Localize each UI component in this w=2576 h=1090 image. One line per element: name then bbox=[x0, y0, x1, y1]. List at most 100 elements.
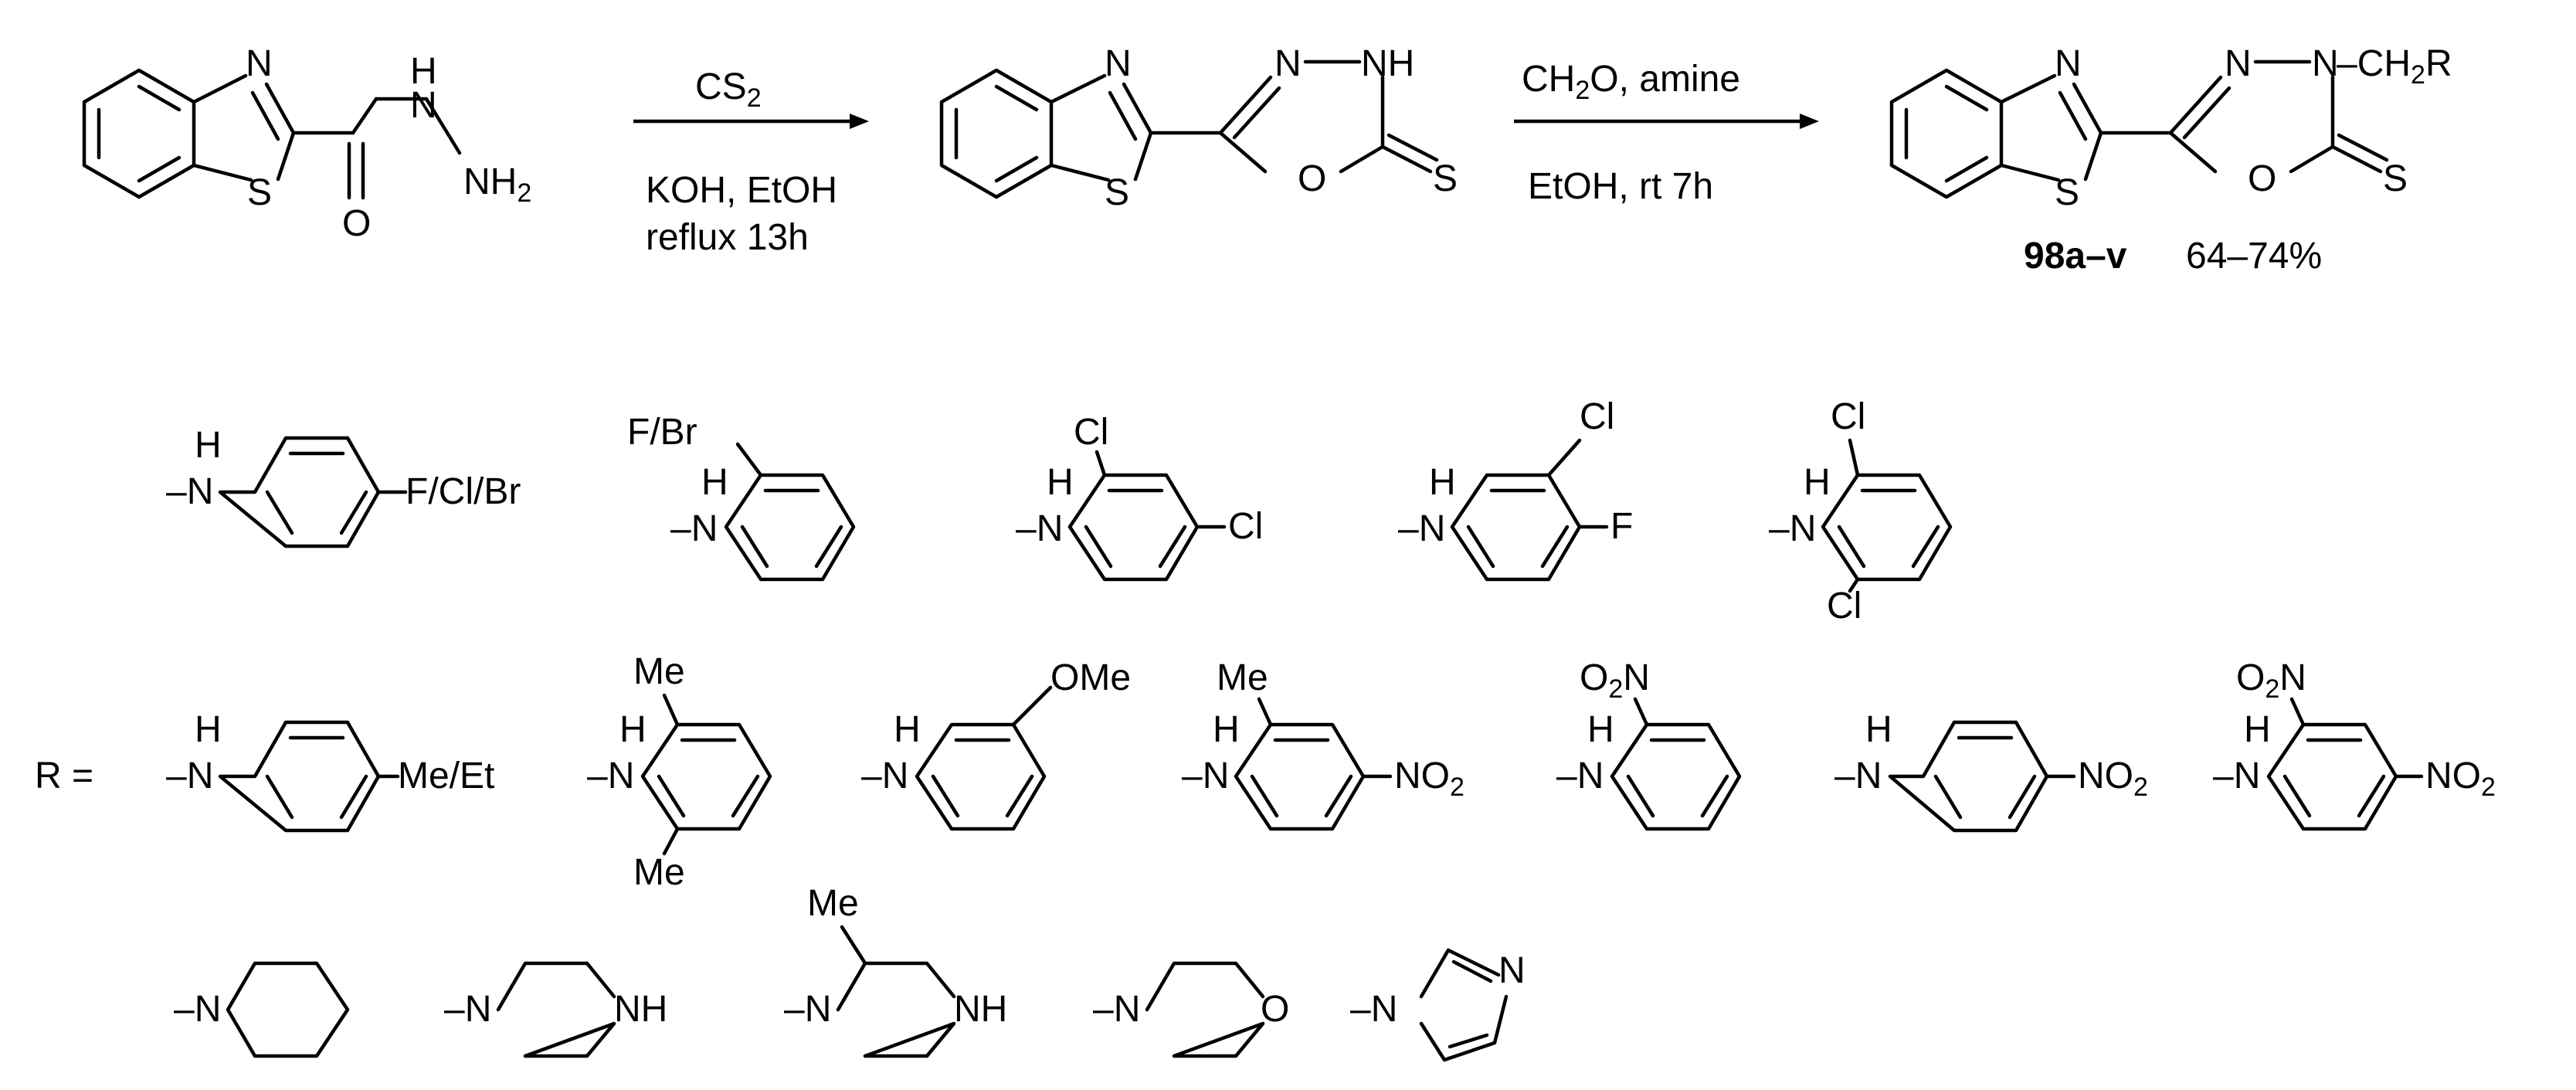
svg-text:–N: –N bbox=[784, 989, 831, 1030]
svg-text:NH: NH bbox=[614, 989, 667, 1030]
svg-text:H: H bbox=[894, 709, 921, 750]
product-structure: N S N N –CH2R O S bbox=[1889, 43, 2452, 213]
svg-text:H: H bbox=[701, 462, 728, 503]
compound-label: 98a–v bbox=[2024, 236, 2127, 277]
r-group-row-2: H –N Me/Et Me H –N Me OMe H –N M bbox=[166, 651, 2496, 893]
r-group-3-chloro-4-fluoroanilino: Cl H –N F bbox=[1398, 396, 1633, 582]
atom-label: O bbox=[342, 203, 371, 244]
r-group-imidazole: –N N bbox=[1350, 948, 1526, 1062]
atom-label: N bbox=[410, 85, 437, 126]
atom-label: N bbox=[246, 43, 273, 84]
svg-text:H: H bbox=[2244, 709, 2271, 750]
nh2-label: NH2 bbox=[463, 161, 531, 208]
atom-label: N bbox=[2312, 43, 2339, 84]
svg-text:–N: –N bbox=[166, 756, 213, 796]
svg-text:NH: NH bbox=[954, 989, 1007, 1030]
conditions-step2: EtOH, rt 7h bbox=[1528, 166, 1713, 207]
atom-label: N bbox=[2055, 43, 2082, 84]
atom-label: N bbox=[1274, 43, 1302, 84]
reagent-formaldehyde-amine: CH2O, amine bbox=[1522, 59, 1740, 105]
r-group-2-methyl-4-nitroanilino: Me H –N NO2 bbox=[1182, 657, 1464, 831]
conditions-step1-line1: KOH, EtOH bbox=[646, 170, 837, 211]
svg-text:–N: –N bbox=[861, 756, 908, 796]
svg-text:–N: –N bbox=[444, 989, 491, 1030]
svg-text:–N: –N bbox=[2213, 756, 2260, 796]
svg-text:H: H bbox=[619, 709, 647, 750]
svg-text:–N: –N bbox=[1350, 989, 1397, 1030]
svg-text:–N: –N bbox=[1093, 989, 1140, 1030]
r-equals-label: R = bbox=[35, 756, 93, 796]
atom-label: NH bbox=[1361, 43, 1414, 84]
svg-text:O: O bbox=[1261, 989, 1289, 1030]
svg-text:F: F bbox=[1610, 506, 1633, 547]
svg-text:Cl: Cl bbox=[1228, 506, 1263, 547]
r-group-4-haloanilino: H –N F/Cl/Br bbox=[166, 425, 521, 548]
reaction-arrow-1 bbox=[633, 114, 869, 129]
svg-text:H: H bbox=[1804, 462, 1831, 503]
r-group-3-methoxyanilino: OMe H –N bbox=[861, 657, 1131, 831]
reaction-arrow-2 bbox=[1514, 114, 1819, 129]
r-group-4-nitroanilino: H –N NO2 bbox=[1834, 709, 2148, 833]
conditions-step1-line2: reflux 13h bbox=[646, 217, 809, 258]
svg-text:Me: Me bbox=[807, 883, 859, 924]
atom-label: S bbox=[1105, 172, 1129, 213]
svg-text:–N: –N bbox=[174, 989, 221, 1030]
atom-label: S bbox=[2055, 172, 2079, 213]
r-group-row-1: H –N F/Cl/Br F/Br H –N Cl H –N Cl bbox=[166, 396, 1953, 626]
svg-text:Me/Et: Me/Et bbox=[398, 756, 494, 796]
r-group-2-4-dichloroanilino: Cl H –N Cl bbox=[1016, 412, 1263, 582]
intermediate-structure: N S N NH O S bbox=[939, 43, 1458, 213]
starting-material-structure: N S O H N NH2 bbox=[82, 43, 531, 244]
svg-text:Cl: Cl bbox=[1831, 396, 1865, 437]
atom-label: N bbox=[1105, 43, 1132, 84]
svg-text:–N: –N bbox=[1398, 508, 1445, 549]
svg-text:–N: –N bbox=[1016, 508, 1063, 549]
svg-text:–N: –N bbox=[1769, 508, 1816, 549]
reagent-cs2: CS2 bbox=[695, 66, 762, 113]
svg-text:H: H bbox=[1047, 462, 1074, 503]
svg-text:–N: –N bbox=[1834, 756, 1882, 796]
svg-text:–N: –N bbox=[1182, 756, 1229, 796]
svg-text:Cl: Cl bbox=[1074, 412, 1108, 453]
atom-label: S bbox=[2383, 158, 2408, 199]
r-group-2-6-dimethylanilino: Me H –N Me bbox=[587, 651, 772, 893]
svg-text:Cl: Cl bbox=[1580, 396, 1614, 437]
svg-text:N: N bbox=[1498, 950, 1526, 991]
svg-text:NO2: NO2 bbox=[2078, 756, 2148, 802]
svg-text:H: H bbox=[1213, 709, 1240, 750]
atom-label: H bbox=[410, 51, 437, 92]
r-group-piperazine: –N NH bbox=[444, 961, 667, 1058]
r-group-2-4-dinitroanilino: O2N H –N NO2 bbox=[2213, 657, 2496, 831]
svg-text:NO2: NO2 bbox=[2425, 756, 2496, 802]
atom-label: N bbox=[2225, 43, 2252, 84]
yield-label: 64–74% bbox=[2186, 236, 2322, 277]
svg-text:F/Br: F/Br bbox=[627, 412, 697, 453]
svg-text:H: H bbox=[195, 425, 222, 466]
svg-text:–N: –N bbox=[587, 756, 634, 796]
atom-label: O bbox=[1298, 158, 1326, 199]
product-substituent: –CH2R bbox=[2337, 43, 2452, 90]
r-group-morpholine: –N O bbox=[1093, 961, 1289, 1058]
svg-text:OMe: OMe bbox=[1050, 657, 1131, 698]
svg-text:F/Cl/Br: F/Cl/Br bbox=[406, 471, 521, 512]
svg-text:–N: –N bbox=[1556, 756, 1604, 796]
r-group-2-6-dichloroanilino: Cl H –N Cl bbox=[1769, 396, 1953, 626]
atom-label: S bbox=[1433, 158, 1458, 199]
svg-text:O2N: O2N bbox=[2236, 657, 2306, 704]
r-group-2-nitroanilino: O2N H –N bbox=[1556, 657, 1742, 831]
r-group-methylpiperazine: Me –N NH bbox=[784, 883, 1007, 1058]
svg-text:–N: –N bbox=[166, 471, 213, 512]
svg-text:Me: Me bbox=[1217, 657, 1268, 698]
svg-text:Me: Me bbox=[633, 852, 685, 893]
svg-text:Me: Me bbox=[633, 651, 685, 692]
r-group-row-3: –N –N NH Me –N NH –N O –N N bbox=[174, 883, 1526, 1062]
svg-text:H: H bbox=[1587, 709, 1614, 750]
svg-text:Cl: Cl bbox=[1827, 586, 1862, 626]
atom-label: O bbox=[2248, 158, 2276, 199]
atom-label: S bbox=[247, 172, 272, 213]
svg-text:H: H bbox=[1429, 462, 1456, 503]
r-group-piperidine: –N bbox=[174, 961, 350, 1058]
svg-text:NO2: NO2 bbox=[1394, 756, 1464, 802]
svg-text:H: H bbox=[195, 709, 222, 750]
